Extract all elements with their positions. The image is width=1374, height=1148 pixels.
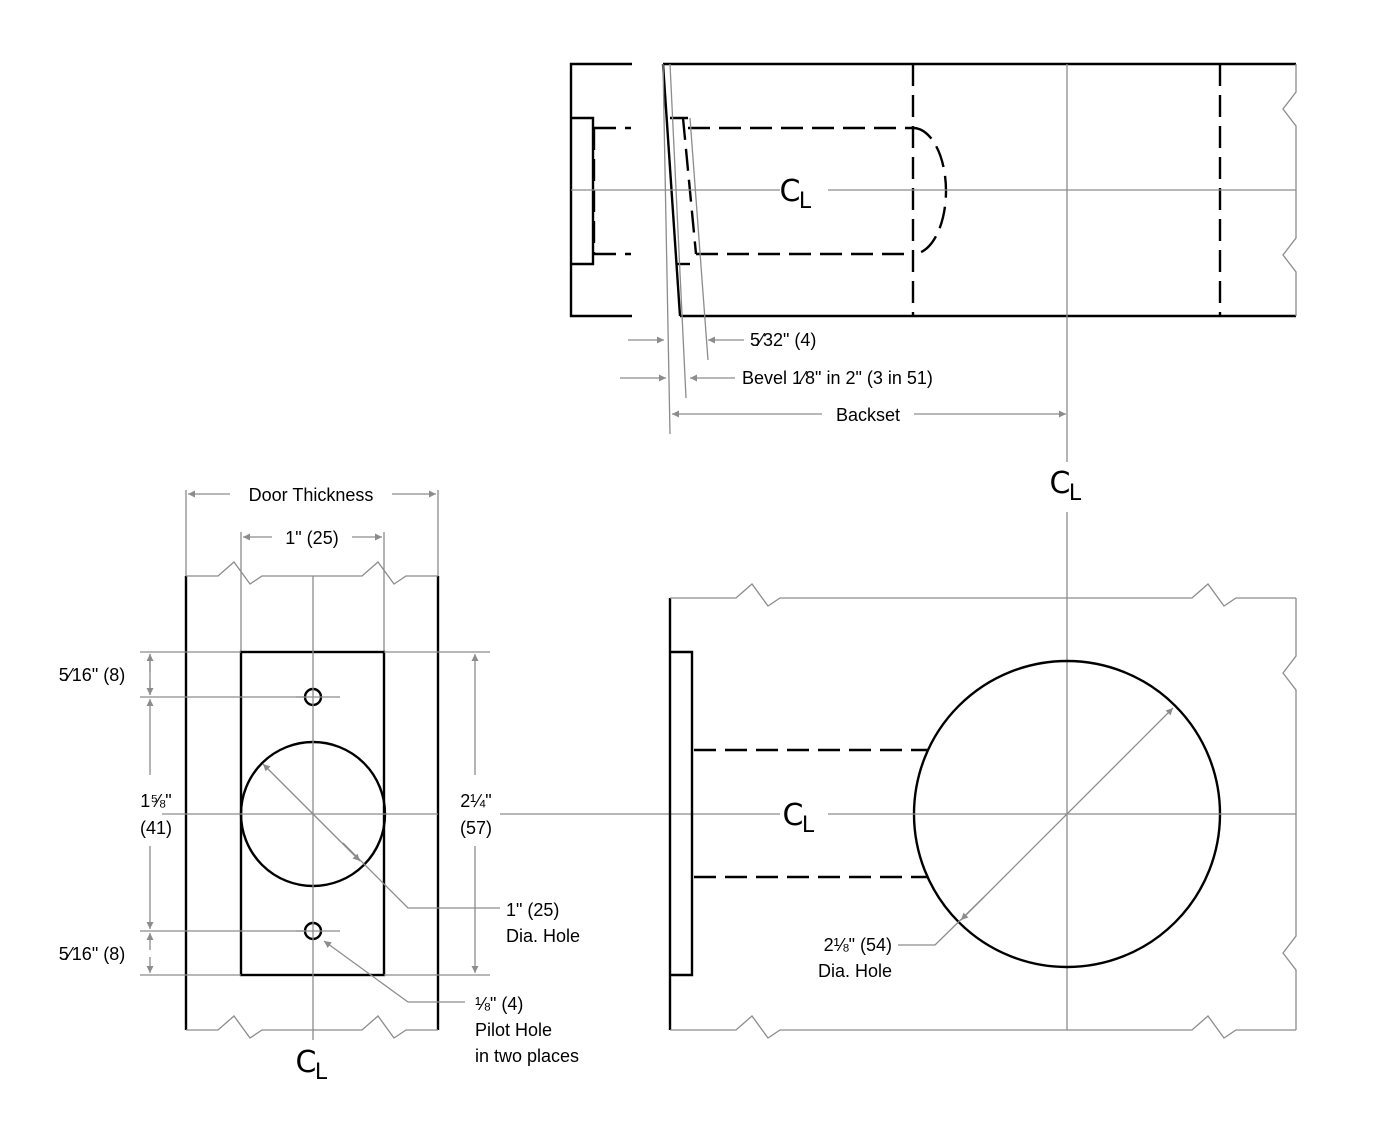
callout-2-1-8-size: 2⅛" (54)	[824, 935, 892, 955]
callout-2-1-8-text: Dia. Hole	[818, 961, 892, 981]
face-break-right	[1282, 598, 1297, 1030]
top-view: C L 5⁄32" (4) Bevel 1⁄8" in 2" (3 in 51)…	[569, 62, 1297, 435]
callout-pilot-text: Pilot Hole	[475, 1020, 552, 1040]
dim-1-5-8-value: 1⅝"	[140, 791, 171, 811]
svg-text:L: L	[802, 813, 815, 838]
face-break-bottom	[670, 1015, 1296, 1039]
face-break-top	[670, 583, 1296, 607]
dim-2-1-4-metric: (57)	[460, 818, 492, 838]
edge-view: Door Thickness 1" (25) 5⁄1	[59, 485, 780, 1085]
face-plate	[670, 650, 694, 977]
svg-text:C: C	[1050, 466, 1071, 501]
callout-pilot-places: in two places	[475, 1046, 579, 1066]
svg-text:L: L	[799, 189, 812, 214]
centerline-symbol-edge: C L	[296, 1045, 328, 1085]
svg-text:C: C	[780, 174, 801, 209]
dim-bevel: Bevel 1⁄8" in 2" (3 in 51)	[742, 368, 933, 388]
top-break-line	[1282, 64, 1297, 316]
face-view: C L 2⅛" (54) Dia. Hole	[668, 583, 1297, 1039]
callout-1in-hole-size: 1" (25)	[506, 900, 559, 920]
dim-backset: Backset	[836, 405, 900, 425]
callout-pilot-size: ⅛" (4)	[475, 994, 523, 1014]
svg-text:C: C	[296, 1045, 317, 1080]
svg-text:L: L	[1069, 481, 1082, 506]
callout-1in-hole-text: Dia. Hole	[506, 926, 580, 946]
dim-1in: 1" (25)	[285, 528, 338, 548]
centerline-symbol-face: C L	[783, 798, 815, 838]
latch-bore-end	[912, 126, 948, 256]
dim-2-1-4-value: 2¼"	[460, 791, 491, 811]
dim-door-thickness: Door Thickness	[249, 485, 374, 505]
dim-1-5-8-metric: (41)	[140, 818, 172, 838]
dim-5-32: 5⁄32" (4)	[750, 330, 816, 350]
centerline-symbol-top: C L	[780, 174, 812, 214]
centerline-symbol-vertical: C L	[1050, 466, 1082, 506]
edge-break-top	[186, 561, 438, 585]
edge-break-bottom	[186, 1015, 438, 1039]
svg-text:L: L	[315, 1060, 328, 1085]
dim-5-16-bottom: 5⁄16" (8)	[59, 944, 125, 964]
top-left-notch	[571, 116, 595, 266]
dim-5-16-top: 5⁄16" (8)	[59, 665, 125, 685]
svg-text:C: C	[783, 798, 804, 833]
